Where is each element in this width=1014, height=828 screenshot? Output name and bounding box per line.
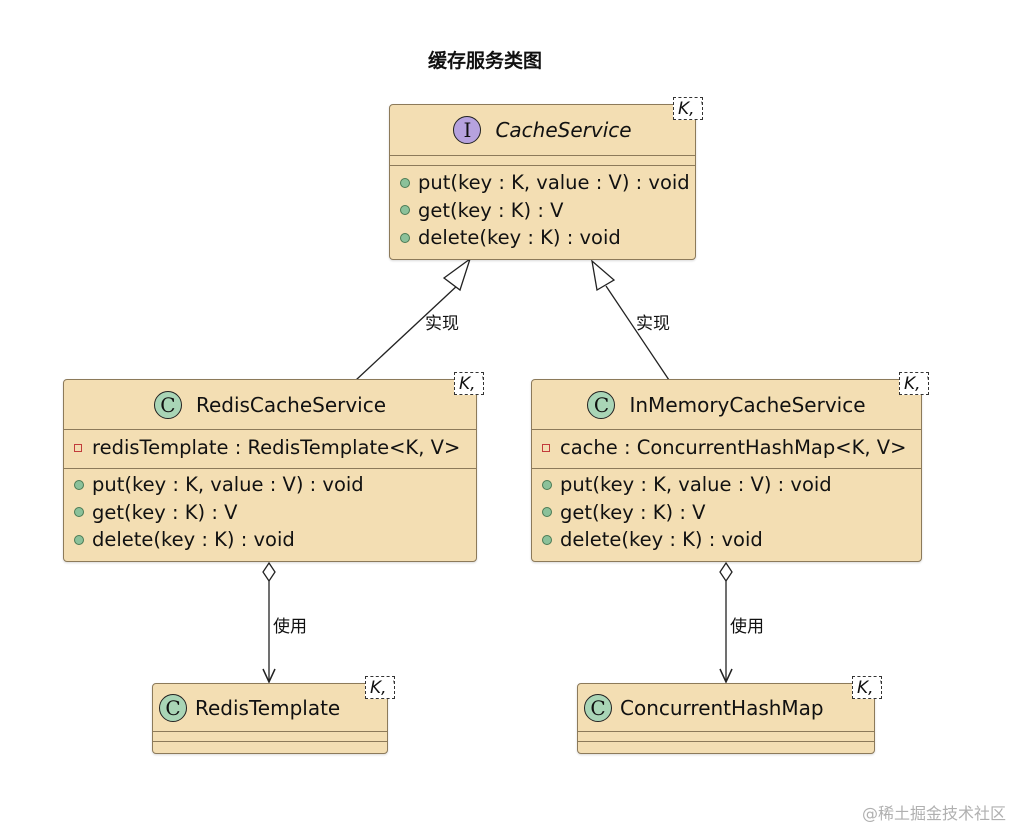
public-method-icon (74, 479, 84, 490)
method-row: get(key : K) : V (532, 499, 921, 527)
realization-line-inmemory (605, 285, 670, 381)
class-redis-template: C RedisTemplate K, V (152, 676, 395, 754)
class-name: InMemoryCacheService (629, 392, 866, 417)
public-method-icon (400, 232, 410, 243)
method-row: delete(key : K) : void (390, 224, 695, 252)
methods-section (153, 742, 387, 751)
public-method-icon (542, 534, 552, 545)
public-method-icon (542, 507, 552, 518)
methods-section (578, 742, 874, 751)
interface-stereotype-icon: I (453, 116, 482, 144)
class-stereotype-icon: C (587, 390, 616, 419)
private-field-icon (74, 443, 82, 452)
type-parameter-badge: K, V (899, 372, 929, 395)
realization-arrowhead-redis (442, 257, 472, 292)
aggregation-diamond-redis (262, 561, 276, 583)
diagram-title: 缓存服务类图 (427, 50, 542, 72)
public-method-icon (542, 479, 552, 490)
relation-label-inmemory-uses: 使用 (730, 617, 764, 637)
realization-line-redis (355, 283, 460, 381)
class-name: RedisTemplate (195, 695, 341, 720)
aggregation-arrow-redis (262, 668, 276, 684)
method-row: put(key : K, value : V) : void (64, 471, 476, 499)
class-in-memory-cache-service: C InMemoryCacheService K, V cache : Conc… (531, 372, 929, 562)
relation-label-redis-uses: 使用 (273, 617, 307, 637)
methods-section: put(key : K, value : V) : void get(key :… (390, 166, 695, 252)
method-row: get(key : K) : V (64, 499, 476, 527)
watermark: @稀土掘金技术社区 (861, 804, 1006, 823)
class-header: C RedisTemplate K, V (153, 676, 395, 731)
public-method-icon (74, 507, 84, 518)
field-row: redisTemplate : RedisTemplate<K, V> (64, 434, 476, 462)
class-concurrent-hash-map: C ConcurrentHashMap K, V (577, 676, 882, 754)
class-redis-cache-service: C RedisCacheService K, V redisTemplate :… (63, 372, 484, 562)
aggregation-diamond-inmemory (719, 561, 733, 583)
public-method-icon (400, 177, 410, 188)
type-parameter-badge: K, V (852, 676, 882, 699)
method-row: delete(key : K) : void (532, 526, 921, 554)
method-row: put(key : K, value : V) : void (532, 471, 921, 499)
attributes-section (153, 732, 387, 741)
class-header: I CacheService K, V (390, 97, 703, 155)
class-stereotype-icon: C (159, 693, 187, 722)
private-field-icon (542, 443, 550, 452)
methods-section: put(key : K, value : V) : void get(key :… (532, 469, 921, 554)
type-parameter-badge: K, V (673, 97, 703, 120)
type-parameter-badge: K, V (365, 676, 395, 699)
aggregation-arrow-inmemory (719, 668, 733, 684)
attributes-section (578, 732, 874, 741)
relation-label-inmemory-implements: 实现 (636, 314, 670, 334)
realization-arrowhead-inmemory (591, 259, 616, 292)
class-header: C InMemoryCacheService K, V (532, 372, 929, 429)
class-cache-service: I CacheService K, V put(key : K, value :… (389, 97, 703, 260)
relation-label-redis-implements: 实现 (425, 314, 459, 334)
class-stereotype-icon: C (584, 693, 612, 722)
method-row: put(key : K, value : V) : void (390, 169, 695, 197)
method-row: get(key : K) : V (390, 197, 695, 225)
attributes-section: redisTemplate : RedisTemplate<K, V> (64, 430, 476, 468)
class-name: RedisCacheService (195, 392, 387, 417)
field-row: cache : ConcurrentHashMap<K, V> (532, 434, 921, 462)
class-header: C RedisCacheService K, V (64, 372, 484, 429)
class-name: CacheService (495, 118, 632, 142)
type-parameter-badge: K, V (454, 372, 484, 395)
methods-section: put(key : K, value : V) : void get(key :… (64, 469, 476, 554)
attributes-section (390, 156, 695, 165)
class-stereotype-icon: C (153, 390, 182, 419)
class-name: ConcurrentHashMap (620, 695, 824, 720)
attributes-section: cache : ConcurrentHashMap<K, V> (532, 430, 921, 468)
public-method-icon (400, 205, 410, 216)
class-header: C ConcurrentHashMap K, V (578, 676, 882, 731)
public-method-icon (74, 534, 84, 545)
method-row: delete(key : K) : void (64, 526, 476, 554)
